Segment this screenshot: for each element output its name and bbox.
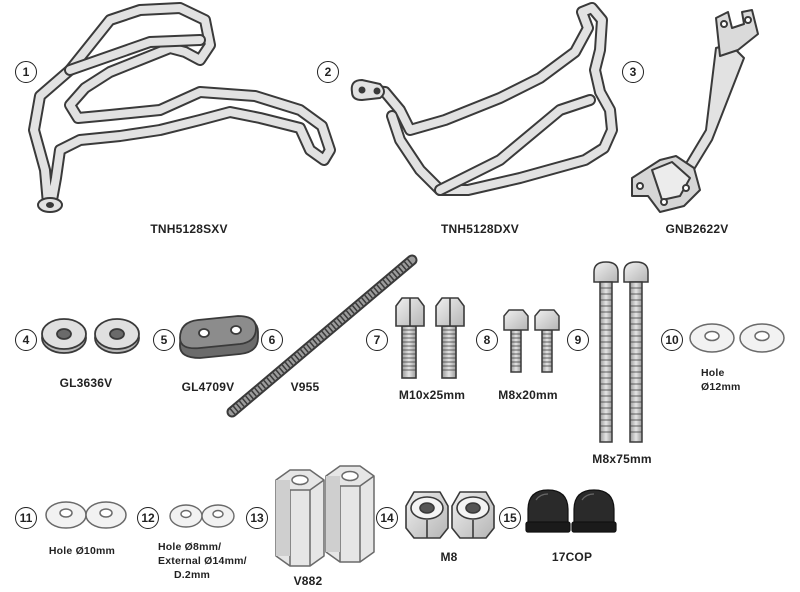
part-number-15: 15 (499, 507, 521, 529)
spacer-plate-5 (179, 315, 259, 359)
part-label-11: Hole Ø10mm (48, 545, 116, 557)
part-label-5: GL4709V (181, 380, 235, 394)
part-label-4: GL3636V (59, 376, 113, 390)
part-number-10: 10 (661, 329, 683, 351)
part-label-12-line-1: Hole Ø8mm/ (158, 541, 222, 553)
cap-pair (525, 489, 617, 533)
part-number-11: 11 (15, 507, 37, 529)
part-label-1: TNH5128SXV (150, 222, 228, 236)
part-number-12: 12 (137, 507, 159, 529)
part-label-13: V882 (293, 574, 323, 588)
part-number-4: 4 (15, 329, 37, 351)
part-label-14: M8 (440, 550, 458, 564)
support-bracket (631, 9, 759, 213)
part-label-6: V955 (290, 380, 320, 394)
part-number-1: 1 (15, 61, 37, 83)
part-label-8: M8x20mm (498, 388, 558, 402)
part-label-15: 17COP (551, 550, 593, 564)
part-label-12-line-3: D.2mm (174, 569, 211, 581)
part-label-12: Hole Ø8mm/ External Ø14mm/ D.2mm (158, 540, 247, 582)
part-number-2: 2 (317, 61, 339, 83)
part-number-9: 9 (567, 329, 589, 351)
part-label-12-line-2: External Ø14mm/ (158, 555, 247, 567)
part-label-3: GNB2622V (665, 222, 729, 236)
bolt-pair-m10 (395, 297, 465, 379)
bolt-pair-m8-long (593, 261, 649, 443)
washer-pair-12 (169, 504, 235, 528)
part-number-6: 6 (261, 329, 283, 351)
part-number-3: 3 (622, 61, 644, 83)
engine-guard-left (28, 2, 336, 213)
part-number-8: 8 (476, 329, 498, 351)
part-label-10: Hole Ø12mm (701, 367, 741, 393)
part-label-2: TNH5128DXV (440, 222, 520, 236)
part-number-5: 5 (153, 329, 175, 351)
washer-pair-10 (689, 323, 785, 353)
washer-pair-4 (41, 318, 140, 354)
part-label-9: M8x75mm (592, 452, 652, 466)
washer-pair-11 (45, 501, 127, 529)
bolt-pair-m8-short (503, 309, 560, 373)
lock-nut-pair (405, 491, 495, 539)
engine-guard-right (350, 2, 618, 196)
hex-spacer-pair (275, 465, 375, 567)
part-label-7: M10x25mm (398, 388, 466, 402)
part-number-7: 7 (366, 329, 388, 351)
part-number-14: 14 (376, 507, 398, 529)
part-number-13: 13 (246, 507, 268, 529)
threaded-rod (226, 254, 418, 418)
